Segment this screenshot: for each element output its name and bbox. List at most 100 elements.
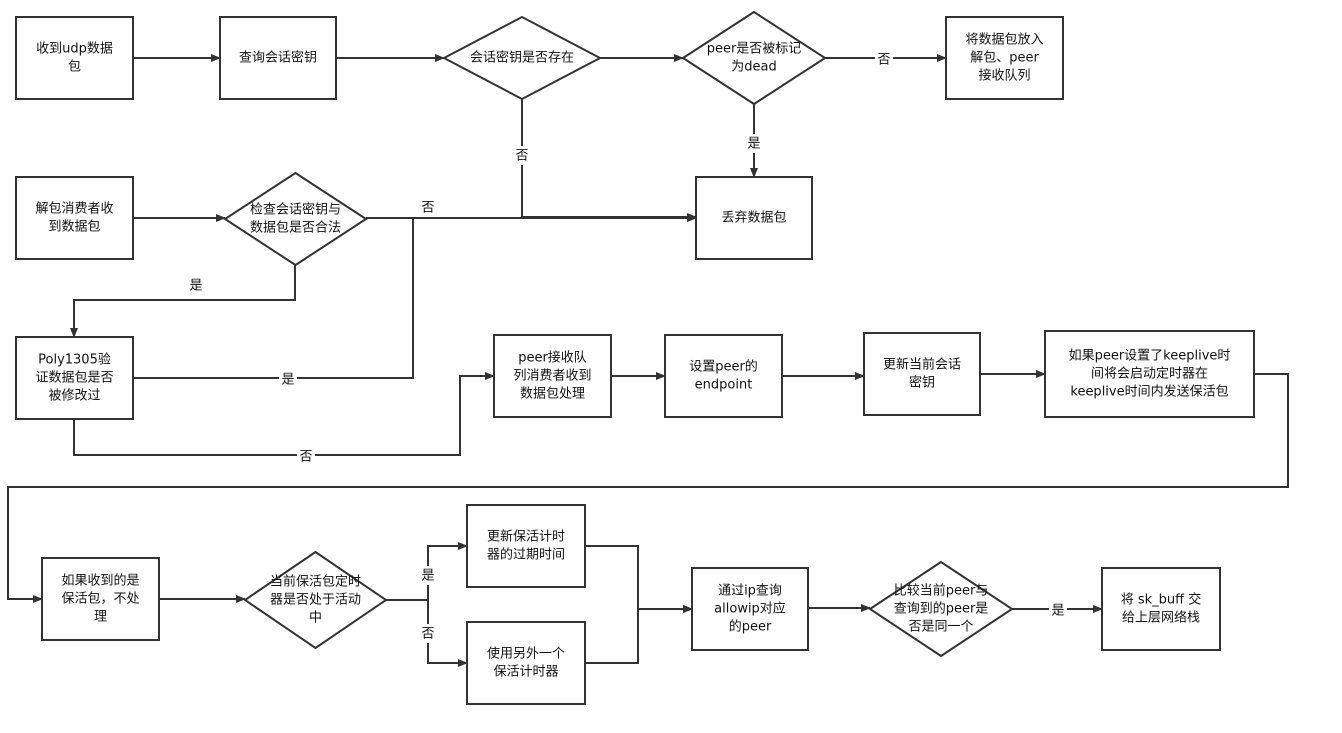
node-label-line: allowip对应	[714, 601, 786, 617]
edge-label-background	[419, 624, 437, 643]
node-label-line: keeplive时间内发送保活包	[1070, 384, 1228, 400]
edge-label: 否	[421, 201, 434, 216]
node-label-line: 理	[94, 610, 107, 625]
process-box	[493, 334, 612, 418]
node-label-line: 检查会话密钥与	[250, 202, 341, 218]
edge-label-background	[1049, 601, 1067, 620]
edge-label: 否	[421, 627, 434, 642]
node-label-line: peer是否被标记	[707, 42, 802, 57]
process-box	[15, 176, 134, 260]
edge-label: 否	[515, 149, 528, 164]
node-label-line: 查询到的peer是	[894, 601, 989, 617]
process-box	[691, 567, 809, 651]
decision-diamond	[223, 171, 368, 267]
edge-use-other-timer-to-query-allowip	[585, 605, 693, 664]
process-box	[466, 504, 586, 588]
process-box	[945, 16, 1064, 100]
edge-label: 是	[281, 373, 294, 388]
edge-label-background	[297, 447, 315, 466]
node-label-line: 列消费者收到	[513, 369, 591, 384]
edge-label-background	[513, 146, 531, 165]
node-label-line: 密钥	[909, 375, 935, 391]
process-box	[41, 557, 160, 641]
node-label-line: 设置peer的	[689, 359, 758, 375]
node-label-line: 解包消费者收	[35, 202, 113, 217]
node-label-line: endpoint	[695, 378, 753, 393]
node-keepalive-timer: 如果peer设置了keeplive时间将会启动定时器在keeplive时间内发送…	[1044, 330, 1255, 418]
edge-label: 是	[421, 569, 434, 584]
node-label-line: 数据包是否合法	[250, 221, 341, 236]
process-box	[664, 334, 783, 418]
node-label-line: 保活计时器	[493, 665, 558, 680]
node-label-line: 数据包处理	[520, 387, 585, 402]
edge-label-background	[745, 134, 763, 153]
node-label-line: 的peer	[729, 619, 772, 635]
node-label-line: 间将会启动定时器在	[1091, 367, 1208, 382]
node-label-line: 保活包，不处	[61, 592, 139, 607]
edge-label: 否	[877, 53, 890, 68]
node-label-line: 使用另外一个	[487, 646, 565, 662]
node-label-line: 给上层网络栈	[1122, 610, 1200, 626]
edge-poly1305-to-drop	[133, 214, 697, 379]
process-box	[1101, 567, 1221, 651]
process-box	[466, 621, 586, 705]
process-box	[15, 336, 134, 420]
edge-key-exists-to-drop	[521, 99, 697, 221]
node-label-line: peer接收队	[518, 350, 587, 366]
node-label-line: 收到udp数据	[36, 42, 113, 57]
edge-label-background	[187, 276, 205, 295]
node-label-line: 通过ip查询	[718, 584, 782, 599]
process-box	[695, 176, 813, 260]
node-label-line: 当前保活包定时	[270, 574, 361, 590]
node-label-line: 到数据包	[48, 220, 100, 235]
node-label-line: 将数据包放入	[965, 33, 1043, 48]
node-label-line: 更新保活计时	[487, 529, 565, 545]
decision-diamond	[243, 550, 388, 650]
node-label-line: 更新当前会话	[883, 357, 961, 373]
node-label-line: 如果收到的是	[61, 573, 139, 589]
node-label-line: 比较当前peer与	[894, 583, 989, 599]
process-box	[219, 16, 337, 100]
edge-check-valid-to-poly1305	[70, 265, 296, 338]
node-label-line: Poly1305验	[38, 352, 111, 368]
node-key-exists: 会话密钥是否存在	[441, 15, 603, 101]
node-label-line: 查询会话密钥	[239, 50, 317, 66]
edge-label: 否	[299, 450, 312, 465]
node-label-line: 将 sk_buff 交	[1121, 592, 1202, 608]
node-set-endpoint: 设置peer的 endpoint	[664, 334, 783, 418]
edge-label: 是	[1051, 604, 1064, 619]
node-label-line: 接收队列	[978, 68, 1030, 84]
node-label-line: 器的过期时间	[487, 547, 565, 563]
edge-label: 是	[747, 137, 760, 152]
node-label-line: 包	[68, 60, 81, 75]
decision-diamond	[441, 15, 603, 101]
node-label-line: 为dead	[731, 60, 776, 75]
edge-label-background	[279, 370, 297, 389]
edge-label-background	[875, 50, 893, 69]
node-label-line: 中	[309, 611, 322, 626]
edge-poly1305-to-peer-recv	[73, 372, 495, 456]
node-label-line: 证数据包是否	[35, 371, 113, 386]
node-drop: 丢弃数据包	[695, 176, 813, 260]
decision-diamond	[868, 560, 1014, 658]
node-label-line: 解包、peer	[970, 51, 1039, 66]
edge-keepalive-timer-to-if-keepalive	[7, 373, 1289, 603]
node-label-line: 器是否处于活动	[270, 593, 361, 608]
